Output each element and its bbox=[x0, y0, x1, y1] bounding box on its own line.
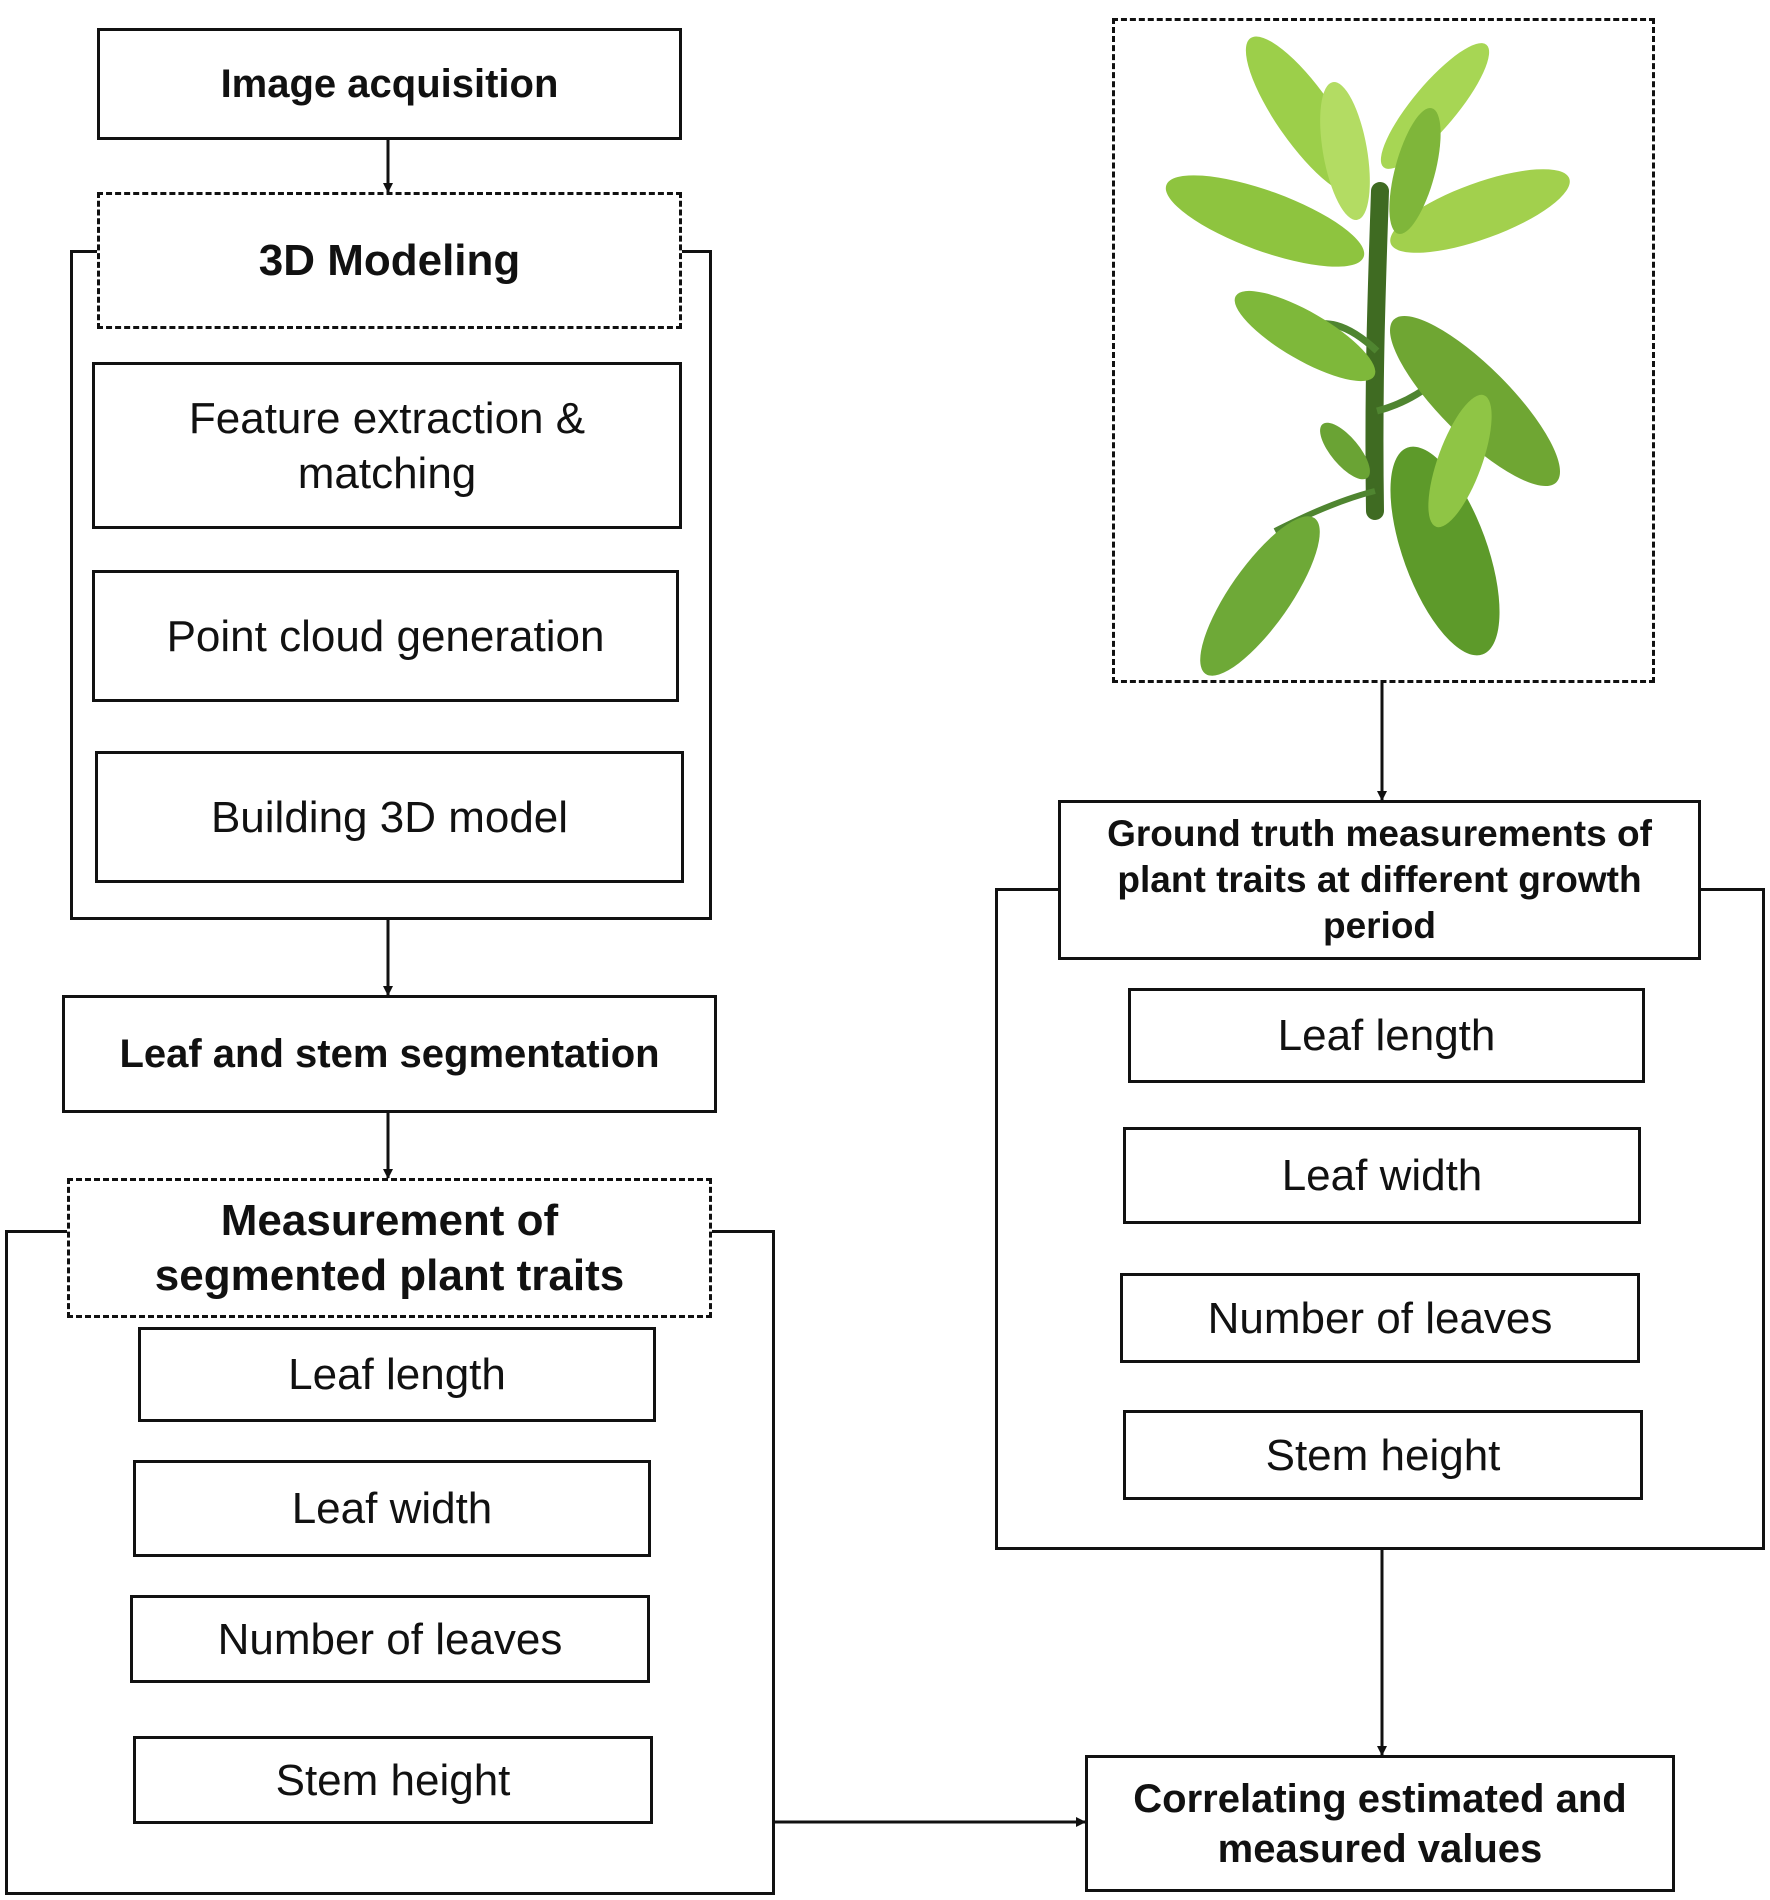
est-stem-height-label: Stem height bbox=[275, 1755, 511, 1805]
building-3d-model-box: Building 3D model bbox=[95, 751, 684, 883]
leaf bbox=[1390, 446, 1500, 656]
est-leaf-length-label: Leaf length bbox=[288, 1350, 506, 1399]
feature-extraction-box: Feature extraction & matching bbox=[92, 362, 682, 529]
leaf bbox=[1320, 422, 1370, 480]
point-cloud-box: Point cloud generation bbox=[92, 570, 679, 702]
plant-illustration bbox=[1165, 36, 1570, 676]
plant-branch bbox=[1273, 488, 1376, 534]
plant-photo-frame bbox=[1112, 18, 1655, 683]
gt-stem-height-box: Stem height bbox=[1123, 1410, 1643, 1500]
leaf bbox=[1389, 108, 1441, 234]
gt-number-of-leaves-box: Number of leaves bbox=[1120, 1273, 1640, 1363]
gt-stem-height-label: Stem height bbox=[1265, 1430, 1501, 1480]
measurement-title: Measurement of segmented plant traits bbox=[154, 1196, 625, 1300]
correlation-label: Correlating estimated and measured value… bbox=[1133, 1776, 1627, 1871]
leaf bbox=[1234, 290, 1376, 382]
point-cloud-label: Point cloud generation bbox=[166, 611, 605, 661]
segmentation-label: Leaf and stem segmentation bbox=[119, 1032, 660, 1076]
leaf bbox=[1200, 516, 1320, 676]
est-stem-height-box: Stem height bbox=[133, 1736, 653, 1824]
gt-leaf-length-box: Leaf length bbox=[1128, 988, 1645, 1083]
segmentation-box: Leaf and stem segmentation bbox=[62, 995, 717, 1113]
est-number-of-leaves-label: Number of leaves bbox=[217, 1614, 563, 1664]
feature-extraction-label: Feature extraction & matching bbox=[188, 393, 586, 498]
gt-leaf-length-label: Leaf length bbox=[1277, 1011, 1496, 1060]
3d-modeling-title: 3D Modeling bbox=[258, 236, 521, 285]
gt-leaf-width-label: Leaf width bbox=[1281, 1151, 1483, 1200]
leaf bbox=[1390, 169, 1570, 253]
leaf bbox=[1320, 81, 1370, 221]
leaf bbox=[1165, 175, 1365, 267]
building-3d-model-label: Building 3D model bbox=[210, 792, 569, 842]
gt-leaf-width-box: Leaf width bbox=[1123, 1127, 1641, 1224]
est-leaf-width-box: Leaf width bbox=[133, 1460, 651, 1557]
est-leaf-length-box: Leaf length bbox=[138, 1327, 656, 1422]
plant-stem bbox=[1365, 182, 1389, 520]
correlation-box: Correlating estimated and measured value… bbox=[1085, 1755, 1675, 1892]
image-acquisition-label: Image acquisition bbox=[220, 62, 559, 106]
measurement-title-box: Measurement of segmented plant traits bbox=[67, 1178, 712, 1318]
leaf bbox=[1428, 394, 1492, 528]
ground-truth-title-box: Ground truth measurements of plant trait… bbox=[1058, 800, 1701, 960]
gt-number-of-leaves-label: Number of leaves bbox=[1207, 1293, 1553, 1343]
pepper-plant bbox=[1165, 36, 1570, 676]
3d-modeling-title-box: 3D Modeling bbox=[97, 192, 682, 329]
ground-truth-title: Ground truth measurements of plant trait… bbox=[1107, 812, 1652, 947]
est-number-of-leaves-box: Number of leaves bbox=[130, 1595, 650, 1683]
est-leaf-width-label: Leaf width bbox=[291, 1484, 493, 1533]
image-acquisition-box: Image acquisition bbox=[97, 28, 682, 140]
